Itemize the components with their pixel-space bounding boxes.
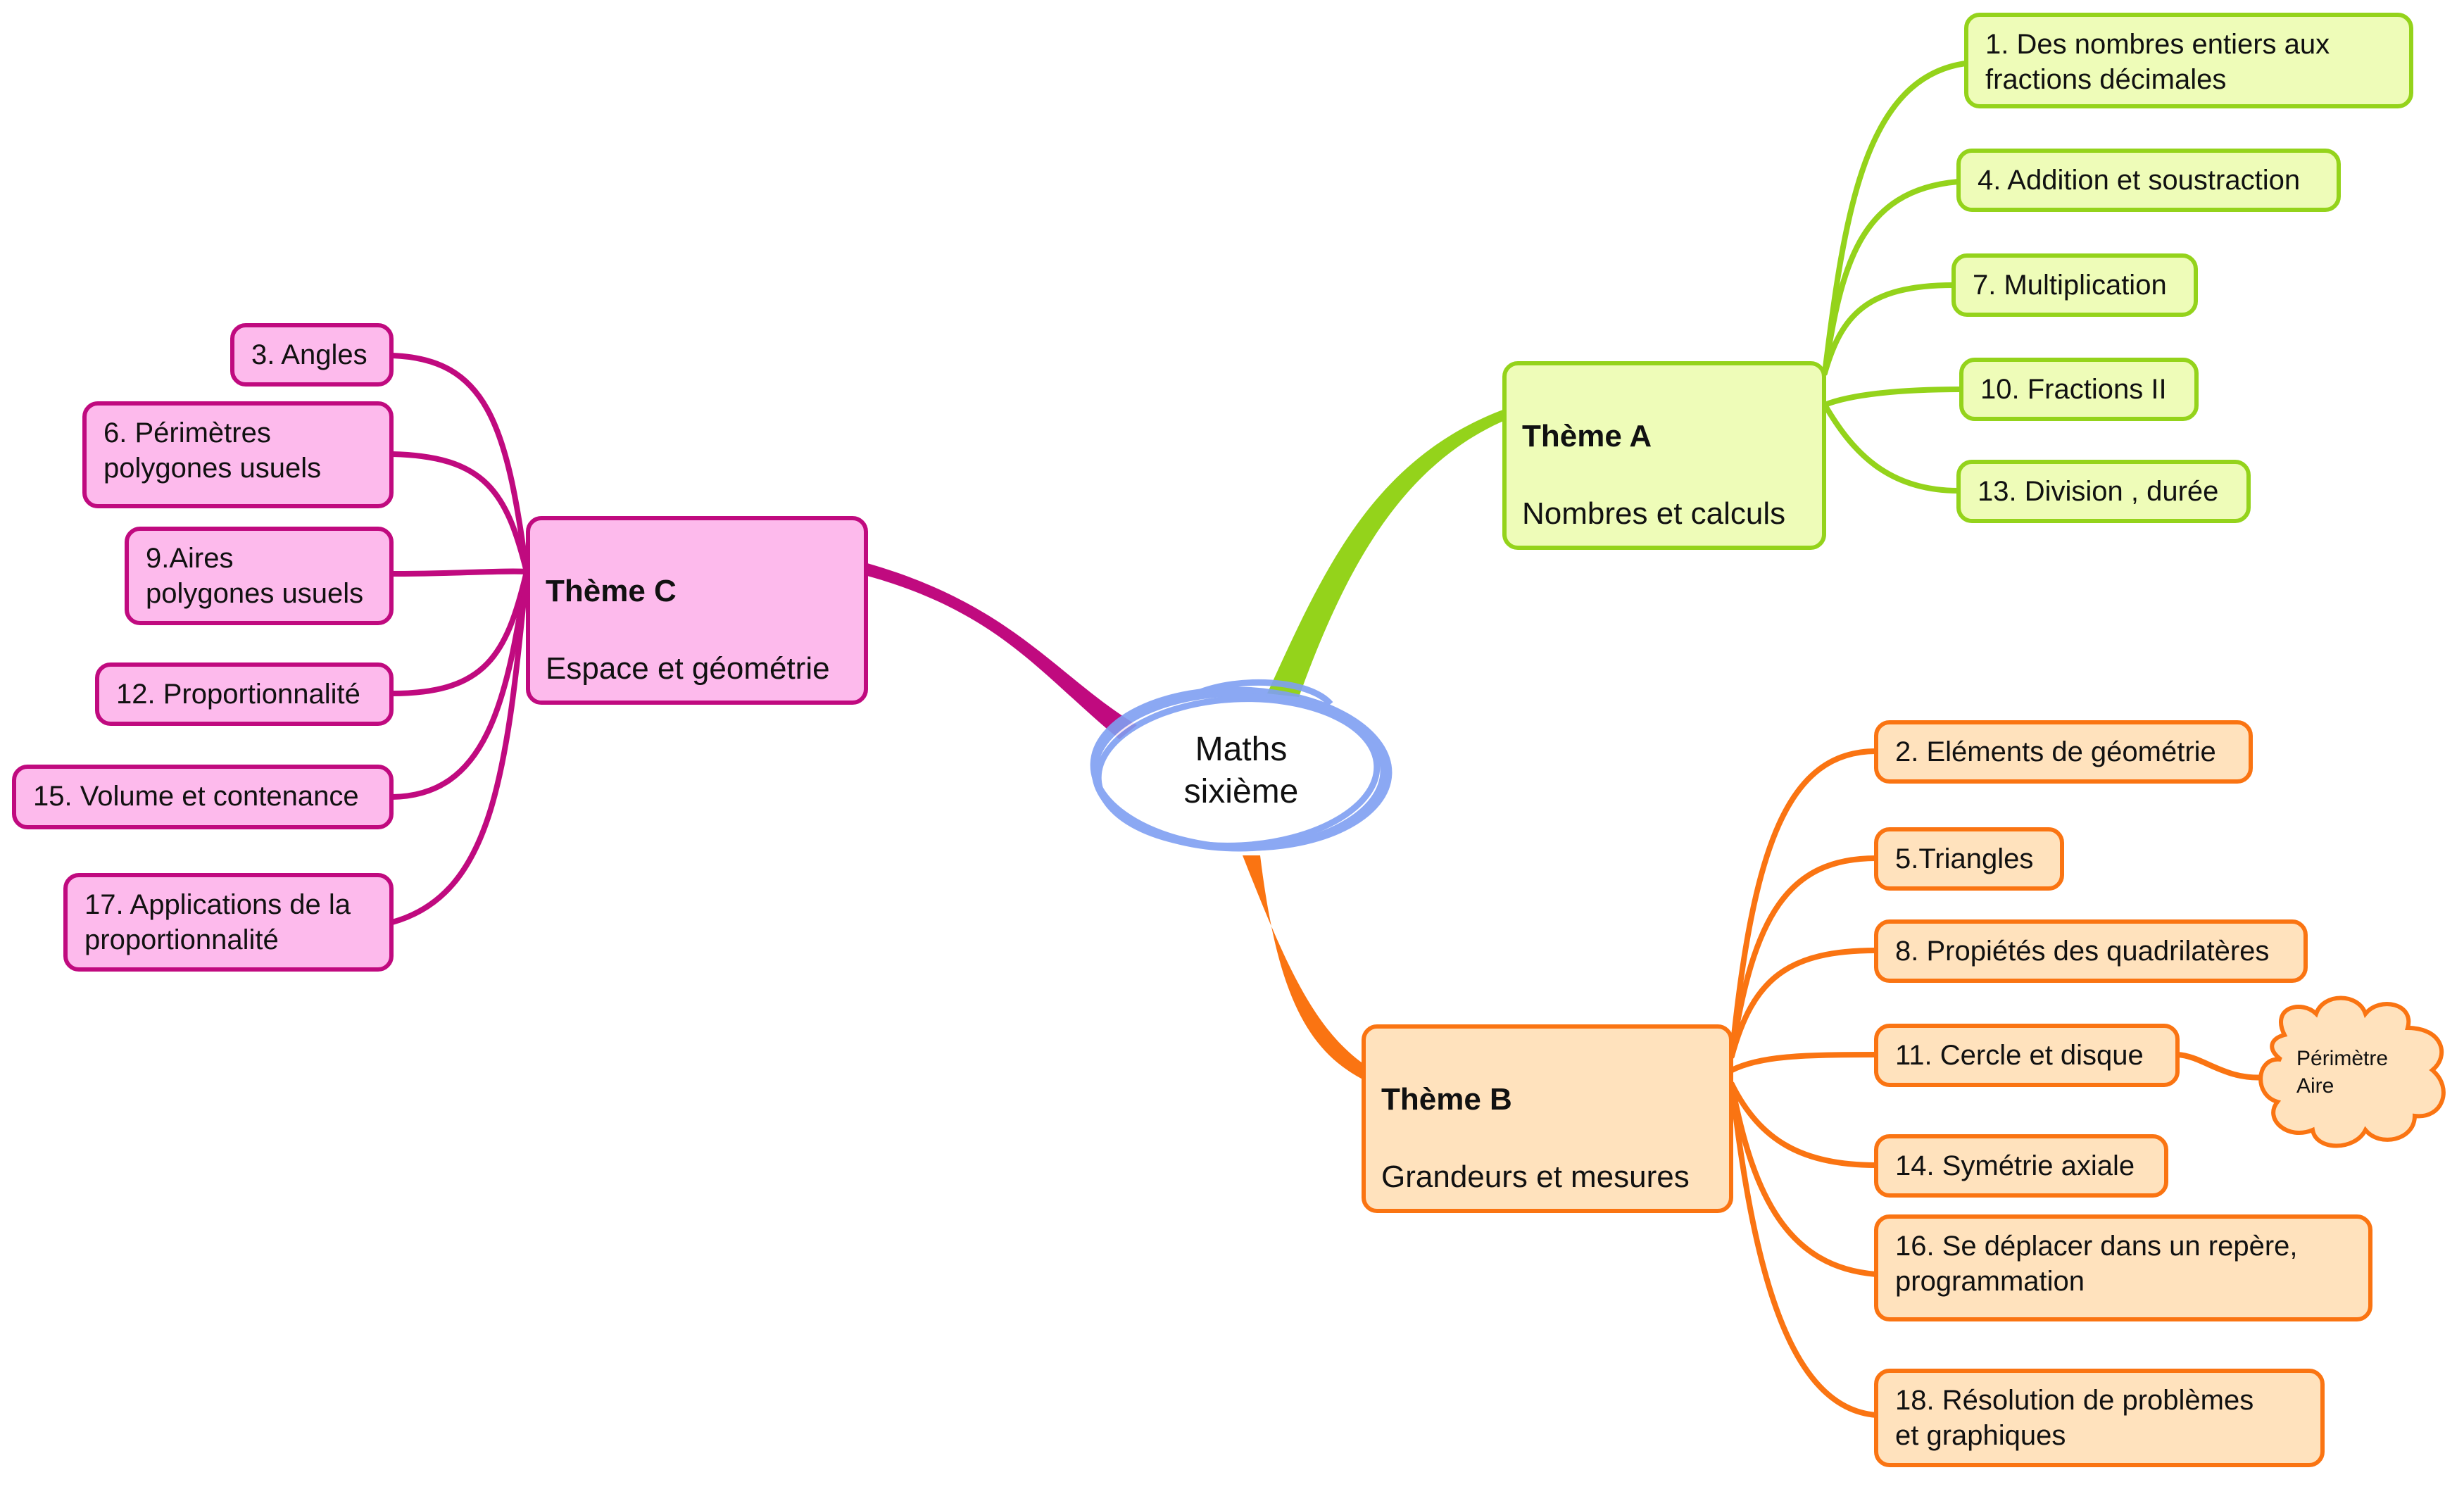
topic-c-12[interactable]: 12. Proportionnalité bbox=[95, 662, 394, 726]
cloud-label[interactable]: Périmètre Aire bbox=[2296, 1047, 2389, 1098]
topic-c-15[interactable]: 15. Volume et contenance bbox=[12, 765, 394, 829]
connector-c-9 bbox=[389, 568, 529, 577]
connector-central-theme-a bbox=[1267, 408, 1507, 697]
connector-a-7 bbox=[1822, 282, 1956, 376]
theme-c-node[interactable]: Thème C Espace et géométrie bbox=[526, 516, 868, 705]
connector-central-theme-c bbox=[867, 563, 1137, 739]
connector-c-15 bbox=[389, 569, 529, 800]
connector-c-3 bbox=[389, 353, 529, 574]
theme-a-subtitle: Nombres et calculs bbox=[1522, 496, 1786, 531]
connector-a-10 bbox=[1822, 387, 1963, 408]
theme-c-title: Thème C bbox=[546, 574, 677, 608]
topic-b-11[interactable]: 11. Cercle et disque bbox=[1874, 1024, 2180, 1087]
theme-c-subtitle: Espace et géométrie bbox=[546, 651, 830, 686]
topic-b-8[interactable]: 8. Propiétés des quadrilatères bbox=[1874, 919, 2308, 983]
topic-a-10[interactable]: 10. Fractions II bbox=[1959, 358, 2199, 421]
theme-b-subtitle: Grandeurs et mesures bbox=[1381, 1160, 1690, 1194]
connector-b-11 bbox=[1729, 1052, 1879, 1073]
connector-a-13 bbox=[1822, 402, 1961, 494]
topic-c-3[interactable]: 3. Angles bbox=[230, 323, 394, 387]
connector-c-12 bbox=[389, 569, 529, 696]
topic-a-4[interactable]: 4. Addition et soustraction bbox=[1956, 149, 2341, 212]
theme-b-title: Thème B bbox=[1381, 1082, 1512, 1117]
connector-a-4 bbox=[1822, 179, 1961, 376]
theme-b-node[interactable]: Thème B Grandeurs et mesures bbox=[1362, 1024, 1733, 1213]
connector-b-18 bbox=[1729, 1081, 1879, 1418]
topic-c-17[interactable]: 17. Applications de la proportionnalité bbox=[63, 873, 394, 972]
connector-c-17 bbox=[389, 569, 529, 925]
central-topic[interactable]: Maths sixième bbox=[1093, 697, 1389, 845]
topic-b-18[interactable]: 18. Résolution de problèmes et graphique… bbox=[1874, 1369, 2325, 1467]
connector-b-5 bbox=[1729, 855, 1879, 1059]
topic-c-9[interactable]: 9.Aires polygones usuels bbox=[125, 527, 394, 625]
connector-b-2 bbox=[1729, 748, 1879, 1059]
topic-a-7[interactable]: 7. Multiplication bbox=[1951, 253, 2198, 317]
cloud-shape bbox=[2258, 996, 2446, 1148]
theme-a-title: Thème A bbox=[1522, 419, 1652, 453]
topic-b-2[interactable]: 2. Eléments de géométrie bbox=[1874, 720, 2253, 784]
topic-b-16[interactable]: 16. Se déplacer dans un repère, programm… bbox=[1874, 1214, 2372, 1321]
topic-a-13[interactable]: 13. Division , durée bbox=[1956, 460, 2251, 523]
central-topic-label: Maths sixième bbox=[1183, 731, 1299, 810]
connector-c-6 bbox=[389, 451, 529, 574]
topic-a-1[interactable]: 1. Des nombres entiers aux fractions déc… bbox=[1964, 13, 2413, 108]
connector-b-16 bbox=[1729, 1081, 1879, 1277]
connector-b-8 bbox=[1729, 948, 1879, 1059]
connector-a-1 bbox=[1822, 61, 1968, 376]
connector-central-theme-b bbox=[1243, 855, 1373, 1084]
connector-b-14 bbox=[1729, 1081, 1879, 1168]
theme-a-node[interactable]: Thème A Nombres et calculs bbox=[1502, 361, 1826, 550]
topic-b-14[interactable]: 14. Symétrie axiale bbox=[1874, 1134, 2168, 1198]
connector-b-11-cloud bbox=[2175, 1052, 2268, 1081]
topic-c-6[interactable]: 6. Périmètres polygones usuels bbox=[82, 401, 394, 508]
central-ellipse-shape bbox=[1090, 679, 1393, 852]
topic-b-5[interactable]: 5.Triangles bbox=[1874, 827, 2064, 891]
